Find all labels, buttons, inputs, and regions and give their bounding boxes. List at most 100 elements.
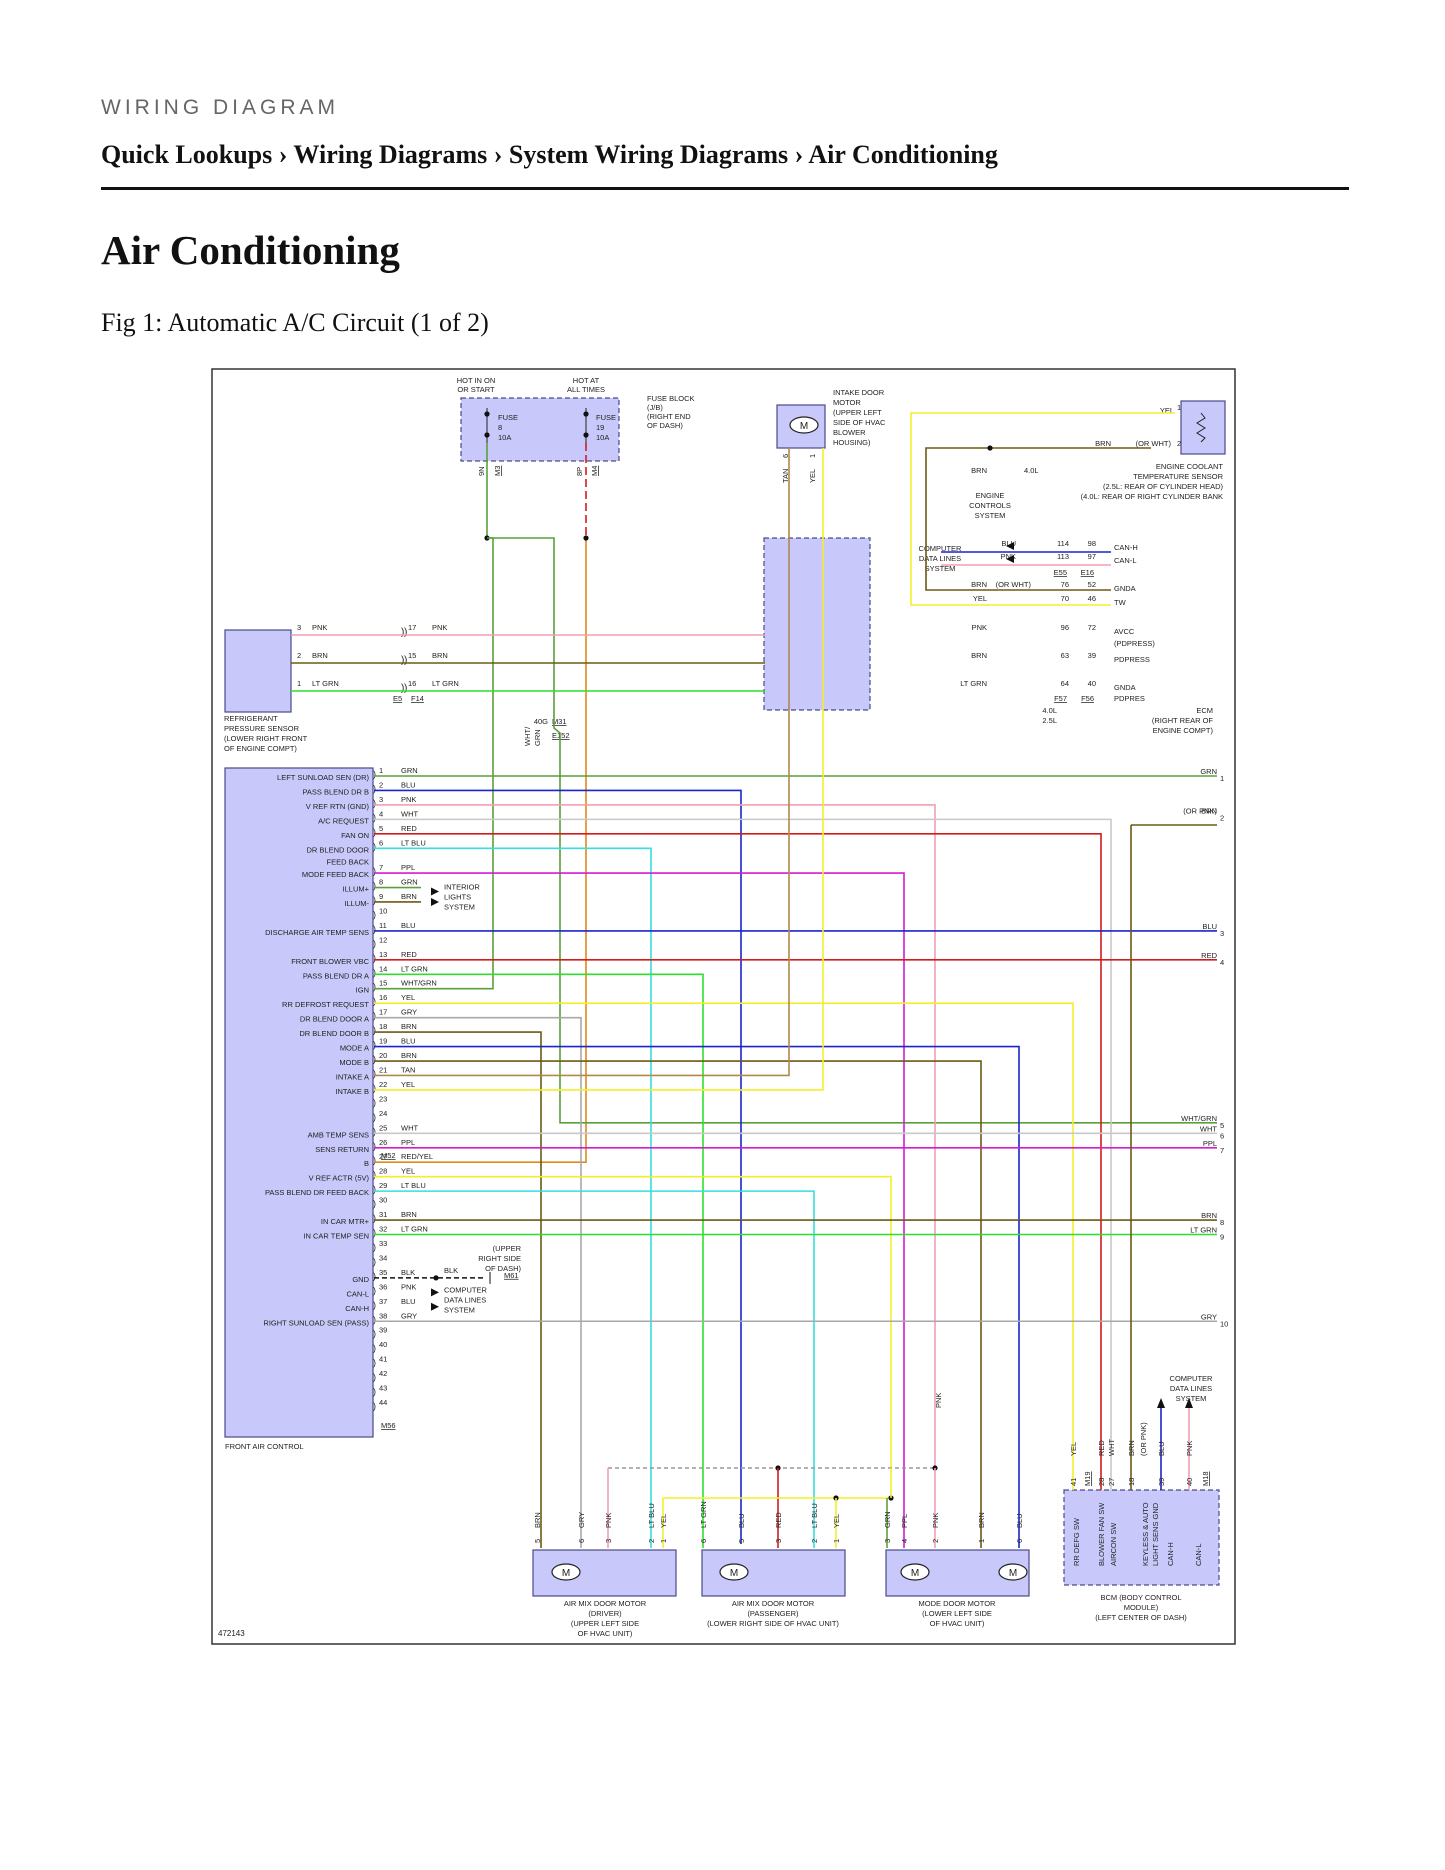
wire-label: PPL — [401, 1138, 415, 1147]
label: ) — [373, 996, 376, 1006]
connector-pin: 6 — [699, 1539, 708, 1543]
label: ) — [373, 1314, 376, 1324]
connector-pin: 20 — [379, 1051, 387, 1060]
connector-pin: 6 — [1015, 1539, 1024, 1543]
arrow-head — [431, 1288, 439, 1297]
wire-label: TAN — [781, 469, 790, 483]
wire-label: GRY — [1201, 1312, 1217, 1321]
label: ) — [373, 938, 376, 948]
connector-pin: 4 — [900, 1539, 909, 1543]
connector-pin: 63 — [1061, 651, 1069, 660]
connector-pin: 64 — [1061, 679, 1069, 688]
module-pin-signal: LEFT SUNLOAD SEN (DR) — [277, 773, 369, 782]
label: REFRIGERANT — [224, 714, 278, 723]
section-kicker: WIRING DIAGRAM — [101, 96, 339, 119]
connector-pin: 28 — [1097, 1478, 1106, 1486]
motor-letter: M — [800, 421, 808, 432]
wire-label: RED — [1201, 951, 1217, 960]
label: ) — [373, 1300, 376, 1310]
bcm-signal: AIRCON SW — [1109, 1522, 1118, 1566]
label: ) — [373, 1040, 376, 1050]
diagram-frame — [211, 368, 1236, 1645]
wire-label: YEL — [659, 1514, 668, 1528]
connector-pin: 1 — [808, 454, 817, 458]
connector-pin: 8 — [379, 878, 383, 887]
wire-brn — [374, 1031, 542, 1548]
wire-wht-grn — [487, 537, 1217, 1124]
wire-blu — [374, 789, 742, 1544]
ecm-module — [763, 537, 871, 711]
wire-label: GRN — [401, 878, 418, 887]
connector-id: M3 — [493, 466, 502, 476]
wire-label: BRN — [401, 1051, 417, 1060]
connector-pin: 21 — [379, 1065, 387, 1074]
module-pin-signal: A/C REQUEST — [318, 816, 369, 825]
label: HOT AT — [573, 376, 600, 385]
wire-label: YEL — [832, 1514, 841, 1528]
wire-label: BLU — [737, 1513, 746, 1528]
label: ) — [373, 1141, 376, 1151]
wire-label: YEL — [401, 993, 415, 1002]
wire-label: YEL — [401, 1167, 415, 1176]
wire-label: WHT — [1107, 1439, 1116, 1456]
module-pin-signal: FEED BACK — [326, 858, 369, 867]
label: ) — [373, 812, 376, 822]
connector-pin: 1 — [297, 679, 301, 688]
wire-label: BRN — [312, 651, 328, 660]
wire-tan — [374, 448, 790, 1077]
connector-pin: 1 — [832, 1539, 841, 1543]
label: 4.0L — [1024, 466, 1039, 475]
label: ) — [373, 1126, 376, 1136]
label: ECM — [1196, 706, 1213, 715]
label: ) — [373, 1387, 376, 1397]
connector-pin: 16 — [408, 679, 416, 688]
front-air-control-module — [224, 767, 374, 1438]
wire-label: GRY — [401, 1311, 417, 1320]
wire-label: BLU — [1015, 1513, 1024, 1528]
ecm-signal: CAN-L — [1114, 556, 1137, 565]
wire-label: BLU — [1001, 539, 1016, 548]
motor-symbol — [998, 1563, 1028, 1581]
wire-yel — [910, 412, 1175, 606]
arrow-head — [431, 887, 439, 896]
module-pin-signal: IN CAR MTR+ — [321, 1217, 370, 1226]
breadcrumb[interactable]: Quick Lookups › Wiring Diagrams › System… — [101, 140, 998, 169]
label: ) — [373, 1401, 376, 1411]
connector-pin: 30 — [379, 1196, 387, 1205]
ecm-signal: GNDA — [1114, 584, 1136, 593]
ecm-signal: GNDA — [1114, 683, 1136, 692]
module-pin-signal: ILLUM+ — [343, 885, 370, 894]
wire-label: PNK — [1001, 552, 1016, 561]
connector-pin: 3 — [379, 795, 383, 804]
module-pin-signal: DR BLEND DOOR B — [299, 1029, 369, 1038]
connector-pin: 2 — [379, 780, 383, 789]
wire-label: LT GRN — [401, 964, 428, 973]
label: ) — [373, 798, 376, 808]
label: SIDE OF HVAC — [833, 418, 886, 427]
label: MODE DOOR MOTOR — [919, 1599, 997, 1608]
ecm-signal: PDPRESS — [1114, 655, 1150, 664]
label: (OR PNK) — [1183, 806, 1217, 815]
connector-pin: 70 — [1061, 594, 1069, 603]
connector-pin: 9 — [379, 892, 383, 901]
page-ref-number: 2 — [1220, 813, 1224, 822]
connector-id: M56 — [381, 1421, 396, 1430]
arrow-head — [1006, 555, 1014, 563]
label: RIGHT SIDE — [478, 1254, 521, 1263]
label: 19 — [596, 423, 604, 432]
label: ) — [373, 866, 376, 876]
wire-label: PNK — [401, 795, 416, 804]
connector-pin: 31 — [379, 1210, 387, 1219]
connector-pin: 13 — [379, 950, 387, 959]
connector-pin: 42 — [379, 1369, 387, 1378]
arrow-head — [1185, 1398, 1193, 1408]
wire-yel — [374, 1002, 1074, 1490]
connector-pin: 27 — [379, 1152, 387, 1161]
label: SYSTEM — [444, 903, 475, 912]
module-title: FRONT AIR CONTROL — [225, 1442, 304, 1451]
wire-label: WHT — [401, 1123, 418, 1132]
module-pin-signal: SENS RETURN — [315, 1145, 369, 1154]
module-pin-signal: RR DEFROST REQUEST — [282, 1000, 369, 1009]
wire-label: RED — [401, 824, 417, 833]
page-ref-number: 3 — [1220, 929, 1224, 938]
